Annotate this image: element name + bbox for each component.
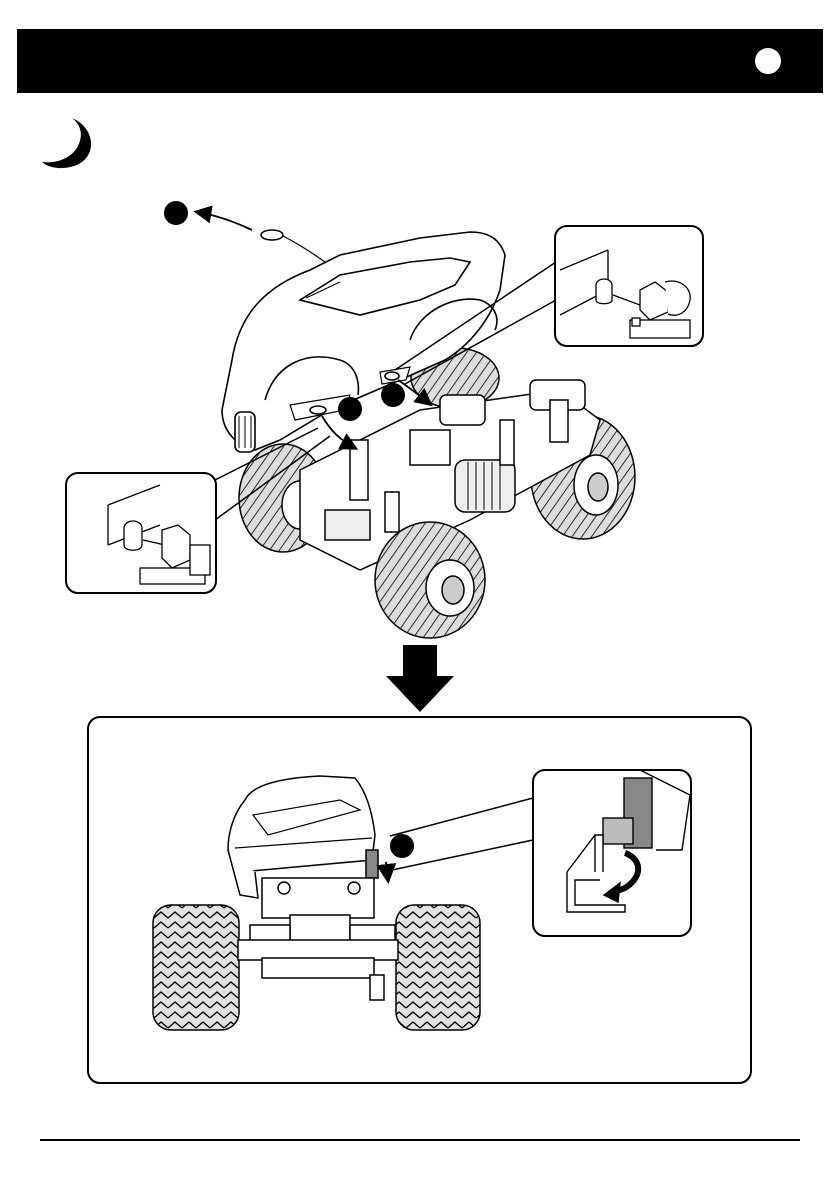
rear-post-callout — [381, 383, 405, 407]
detail-inset-front — [66, 473, 216, 593]
detail-inset-rear — [555, 226, 703, 346]
next-step-arrow — [386, 645, 454, 712]
crescent-icon — [42, 118, 91, 168]
detail-inset-clip — [533, 770, 691, 936]
clip-callout — [390, 834, 414, 858]
front-post-callout — [338, 397, 362, 421]
antenna-callout — [164, 201, 188, 225]
footer-rule — [40, 1139, 800, 1141]
